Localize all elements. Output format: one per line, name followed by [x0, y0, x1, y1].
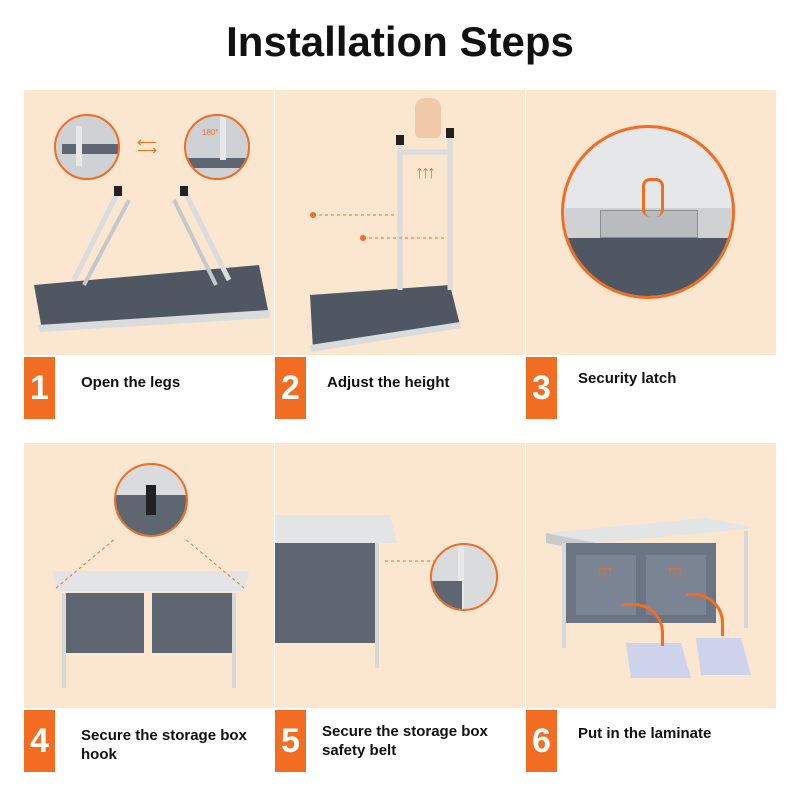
step-6-label: Put in the laminate: [578, 725, 712, 742]
height-adjust-illustration: [310, 128, 461, 352]
belt-zoom-icon: [430, 543, 498, 611]
up-arrows-icon: ↑↑↑: [666, 563, 684, 580]
step-3-number: 3: [526, 357, 557, 419]
storage-box-hook-illustration: [52, 537, 249, 688]
step-3-label: Security latch: [578, 370, 677, 387]
step-5-photo: [275, 443, 525, 708]
up-arrows-icon: ↑↑↑: [596, 563, 614, 580]
up-arrows-icon: ↑↑↑: [415, 162, 436, 182]
curved-arrow-icon: [621, 603, 664, 646]
step-6-photo: ↑↑↑ ↑↑↑: [526, 443, 776, 708]
step-4-photo: [24, 443, 274, 708]
unfolded-leg-detail-icon: 180°: [184, 114, 250, 180]
swap-arrows-icon: ⟵⟶: [136, 134, 158, 158]
step-4-label: Secure the storage box hook: [81, 727, 247, 763]
step-4-number: 4: [24, 710, 55, 772]
step-1-photo: ⟵⟶ 180°: [24, 90, 274, 355]
step-6-number: 6: [526, 710, 557, 772]
rotation-label: 180°: [202, 128, 219, 137]
step-3-photo: [526, 90, 776, 355]
curved-arrow-icon: [686, 593, 724, 636]
hand-icon: [415, 98, 441, 138]
step-2-photo: ↑↑↑: [275, 90, 525, 355]
step-5-number: 5: [275, 710, 306, 772]
laminate-illustration: [546, 518, 756, 678]
step-1-number: 1: [24, 357, 55, 419]
step-2-number: 2: [275, 357, 306, 419]
folded-leg-detail-icon: [54, 114, 120, 180]
page-title: Installation Steps: [226, 18, 574, 65]
step-2-label: Adjust the height: [327, 374, 450, 391]
hook-zoom-icon: [114, 463, 188, 537]
step-1-label: Open the legs: [81, 374, 181, 391]
step-5-label: Secure the storage box safety belt: [322, 723, 488, 759]
safety-belt-illustration: [275, 515, 435, 668]
latch-zoom-icon: [561, 125, 735, 299]
folding-table-legs-illustration: [34, 186, 270, 332]
